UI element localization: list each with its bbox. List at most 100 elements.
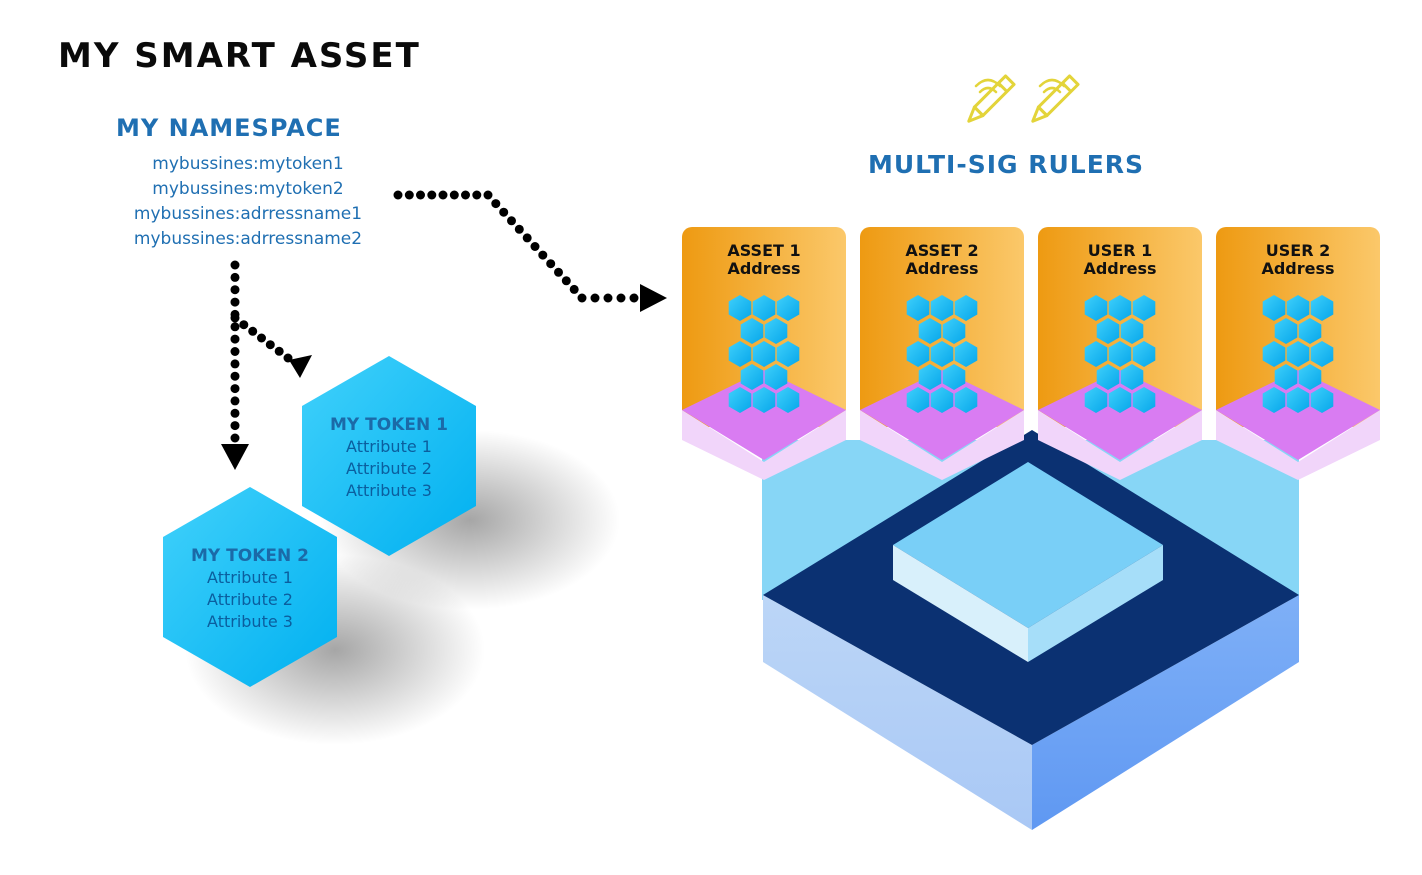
connector-dot	[461, 190, 470, 200]
cell-hexagon	[942, 364, 966, 390]
card-title: ASSET 1	[727, 241, 801, 260]
card-base-top	[1038, 370, 1202, 460]
arrowhead	[640, 284, 667, 312]
connector-dot	[393, 190, 403, 200]
cell-hexagon	[1084, 387, 1108, 413]
token-name: MY TOKEN 1	[330, 415, 448, 435]
card-body	[1038, 227, 1202, 427]
cell-hexagon	[1132, 341, 1156, 367]
card-base-side	[1216, 410, 1380, 480]
cell-hexagon	[728, 295, 752, 321]
cell-hexagon	[740, 318, 764, 344]
cell-hexagon	[1132, 295, 1156, 321]
connector-dot	[257, 333, 266, 343]
token-attribute: Attribute 3	[346, 481, 432, 500]
cell-hexagon	[954, 295, 978, 321]
connector-dot	[230, 322, 240, 332]
cell-hexagon	[740, 364, 764, 390]
namespace-item: mybussines:mytoken1	[152, 154, 344, 174]
cell-hexagon	[930, 387, 954, 413]
cell-hexagon	[1310, 341, 1334, 367]
card-base-top	[860, 370, 1024, 460]
connector-dot	[577, 293, 587, 303]
cell-hexagon	[918, 364, 942, 390]
connector-dot	[248, 326, 258, 336]
card-label-user-1: USER 1 Address	[1050, 242, 1190, 278]
namespace-item: mybussines:adrressname2	[133, 229, 363, 249]
cell-hexagon	[1298, 364, 1322, 390]
cell-hexagon	[776, 295, 800, 321]
connector-dot	[404, 190, 414, 200]
connector-dot	[230, 260, 240, 270]
cell-hexagon	[1262, 387, 1286, 413]
multisig-card	[1038, 227, 1202, 480]
page-title: MY SMART ASSET	[58, 36, 421, 76]
card-label-asset-1: ASSET 1 Address	[694, 242, 834, 278]
card-body	[682, 227, 846, 427]
card-label-asset-2: ASSET 2 Address	[872, 242, 1012, 278]
token-attribute: Attribute 2	[207, 590, 293, 609]
connector-dot	[530, 242, 540, 251]
card-title: ASSET 2	[905, 241, 979, 260]
card-subtitle: Address	[1083, 259, 1157, 278]
connector-dot	[554, 267, 563, 277]
arrowhead	[289, 355, 312, 378]
connector-dot	[239, 320, 249, 330]
cell-hexagon	[930, 341, 954, 367]
connector-dot	[230, 384, 240, 394]
card-base-side	[1038, 410, 1202, 480]
card-base-side	[860, 410, 1024, 480]
connector-arrows	[221, 190, 667, 470]
cell-hexagon	[906, 341, 930, 367]
card-base-top	[1216, 370, 1380, 460]
cell-hexagon	[1274, 364, 1298, 390]
token-name: MY TOKEN 2	[191, 546, 309, 566]
connector-dot	[514, 224, 524, 234]
token-attribute: Attribute 3	[207, 612, 293, 631]
cell-hexagon	[728, 341, 752, 367]
cell-hexagon	[906, 387, 930, 413]
cell-hexagon	[776, 341, 800, 367]
connector-dot	[230, 371, 240, 381]
cell-hexagon	[1286, 387, 1310, 413]
connector-dot	[616, 293, 626, 303]
multisig-card	[682, 227, 846, 480]
card-title: USER 1	[1087, 241, 1153, 260]
cell-hexagon	[1108, 387, 1132, 413]
connector-dot	[629, 293, 639, 303]
connector-dot	[438, 190, 448, 200]
connector-dot	[230, 334, 240, 344]
connector-dot	[230, 433, 240, 443]
card-base-side	[682, 410, 846, 480]
signing-pen-icon	[967, 74, 1016, 123]
card-base-top	[682, 370, 846, 460]
cell-hexagon	[1084, 341, 1108, 367]
cell-hexagon	[930, 295, 954, 321]
card-subtitle: Address	[905, 259, 979, 278]
connector-dot	[569, 284, 579, 294]
token-attribute: Attribute 1	[207, 568, 293, 587]
cell-hexagon	[764, 318, 788, 344]
connector-dot	[230, 285, 240, 295]
connector-dot	[230, 297, 240, 307]
connector-dot	[491, 199, 501, 209]
cell-hexagon	[1274, 318, 1298, 344]
multisig-heading: MULTI-SIG RULERS	[868, 150, 1145, 179]
token-hexagon	[302, 356, 476, 556]
card-subtitle: Address	[727, 259, 801, 278]
connector-dot	[522, 233, 532, 243]
namespace-item: mybussines:mytoken2	[152, 179, 344, 199]
token-2-label: MY TOKEN 2 Attribute 1 Attribute 2 Attri…	[165, 545, 335, 633]
token-attribute: Attribute 2	[346, 459, 432, 478]
card-body	[860, 227, 1024, 427]
cell-hexagon	[764, 364, 788, 390]
cell-hexagon	[906, 295, 930, 321]
card-label-user-2: USER 2 Address	[1228, 242, 1368, 278]
token-attribute: Attribute 1	[346, 437, 432, 456]
signing-pen-icon	[1031, 74, 1080, 123]
connector-dot	[230, 359, 240, 369]
cell-hexagon	[1262, 295, 1286, 321]
connector-dot	[483, 190, 493, 200]
card-body	[1216, 227, 1380, 427]
